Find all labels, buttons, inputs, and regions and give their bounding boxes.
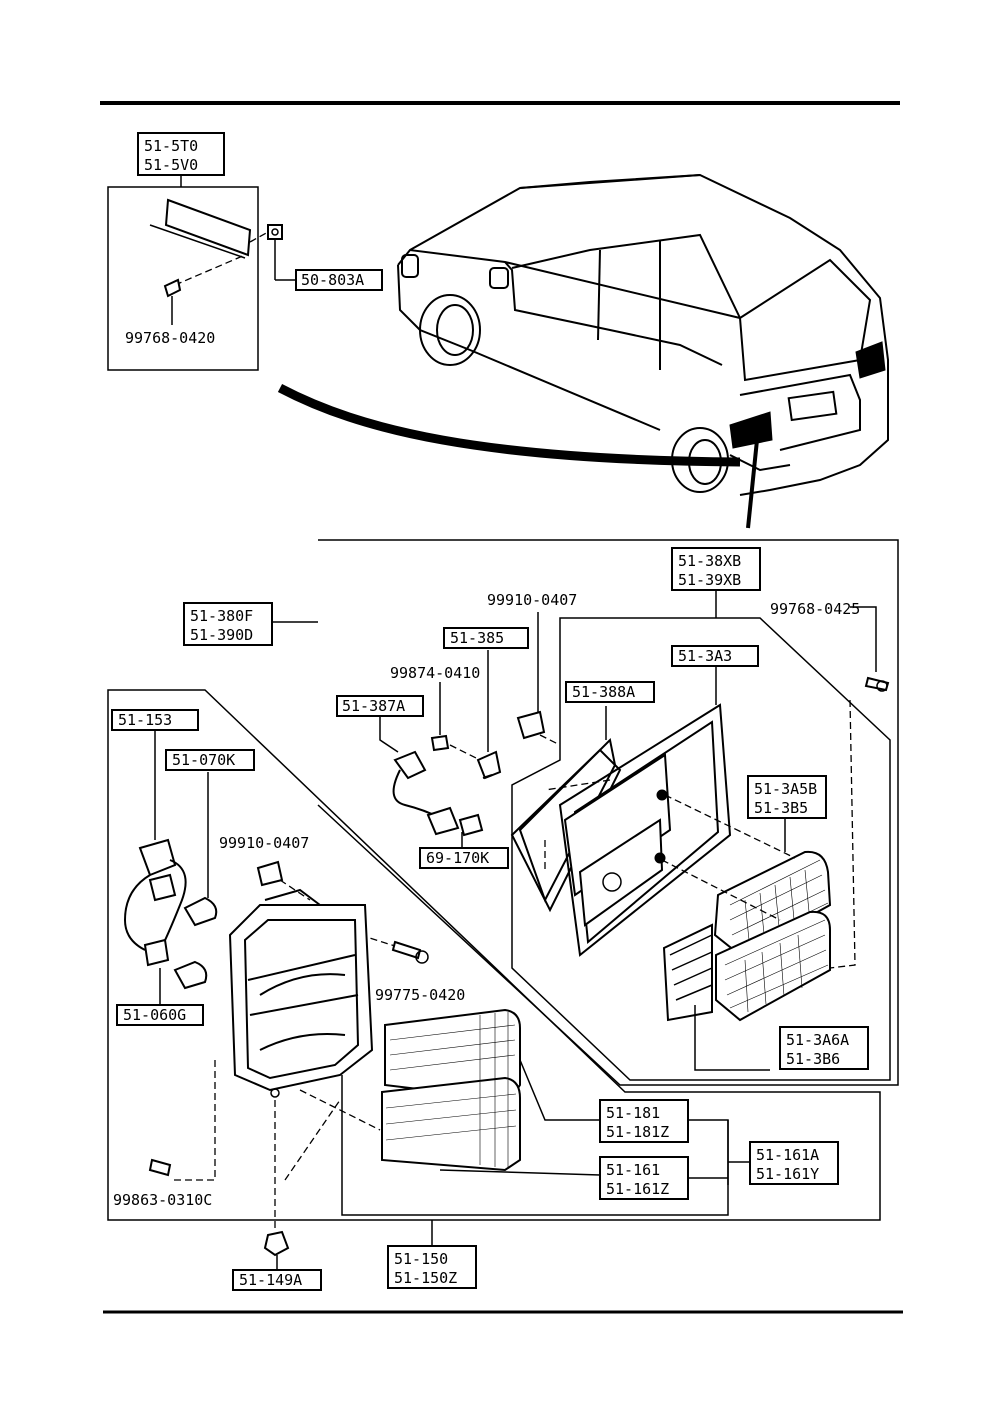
label-text-388a: 51-388A (572, 683, 635, 701)
label-51-385: 51-385 (443, 627, 529, 649)
label-51-149a: 51-149A (232, 1269, 322, 1291)
label-51-153: 51-153 (111, 709, 199, 731)
label-text-149a: 51-149A (239, 1271, 302, 1289)
label-50-803a: 50-803A (295, 269, 383, 291)
label-text-161a: 51-161A (756, 1146, 819, 1164)
label-99768-0420: 99768-0420 (125, 329, 215, 347)
license-bracket-inset (107, 186, 296, 371)
label-text-153: 51-153 (118, 711, 172, 729)
label-51-181: 51-181 51-181Z (599, 1099, 689, 1143)
label-51-380f: 51-380F 51-390D (183, 602, 273, 646)
label-99874-0410: 99874-0410 (390, 664, 480, 682)
label-text-380f: 51-380F (190, 607, 253, 625)
label-51-161: 51-161 51-161Z (599, 1156, 689, 1200)
label-text-5t0: 51-5T0 (144, 137, 198, 155)
label-text-39xb: 51-39XB (678, 571, 741, 589)
label-text-170k: 69-170K (426, 849, 489, 867)
label-text-161: 51-161 (606, 1161, 660, 1179)
label-51-387a: 51-387A (336, 695, 424, 717)
outer-lamp-assembly (107, 689, 881, 1270)
label-99863-0310c: 99863-0310C (113, 1191, 212, 1209)
label-text-385: 51-385 (450, 629, 504, 647)
label-99775-0420: 99775-0420 (375, 986, 465, 1004)
label-69-170k: 69-170K (419, 847, 509, 869)
label-51-38xb: 51-38XB 51-39XB (671, 547, 761, 591)
label-text-3a5b: 51-3A5B (754, 780, 817, 798)
label-text-181z: 51-181Z (606, 1123, 669, 1141)
label-99910-0407-left: 99910-0407 (219, 834, 309, 852)
label-99768-0425: 99768-0425 (770, 600, 860, 618)
van-illustration (277, 173, 889, 529)
label-text-070k: 51-070K (172, 751, 235, 769)
label-51-5t0: 51-5T0 51-5V0 (137, 132, 225, 176)
label-text-161z: 51-161Z (606, 1180, 669, 1198)
label-99910-0407-top: 99910-0407 (487, 591, 577, 609)
label-text-060g: 51-060G (123, 1006, 186, 1024)
label-text-3a3: 51-3A3 (678, 647, 732, 665)
label-51-388a: 51-388A (565, 681, 655, 703)
label-text-161y: 51-161Y (756, 1165, 819, 1183)
label-text-38xb: 51-38XB (678, 552, 741, 570)
label-text-387a: 51-387A (342, 697, 405, 715)
callout-sweep (277, 384, 741, 467)
label-text-3a6a: 51-3A6A (786, 1031, 849, 1049)
label-text-803a: 50-803A (301, 271, 364, 289)
label-51-161a: 51-161A 51-161Y (749, 1141, 839, 1185)
label-text-181: 51-181 (606, 1104, 660, 1122)
label-51-3a6a: 51-3A6A 51-3B6 (779, 1026, 869, 1070)
label-text-3b5: 51-3B5 (754, 799, 808, 817)
label-text-150z: 51-150Z (394, 1269, 457, 1287)
label-text-3b6: 51-3B6 (786, 1050, 840, 1068)
label-51-060g: 51-060G (116, 1004, 204, 1026)
label-text-150: 51-150 (394, 1250, 448, 1268)
label-51-3a5b: 51-3A5B 51-3B5 (747, 775, 827, 819)
label-text-390d: 51-390D (190, 626, 253, 644)
label-51-070k: 51-070K (165, 749, 255, 771)
label-51-150: 51-150 51-150Z (387, 1245, 477, 1289)
label-51-3a3: 51-3A3 (671, 645, 759, 667)
label-text-5v0: 51-5V0 (144, 156, 198, 174)
